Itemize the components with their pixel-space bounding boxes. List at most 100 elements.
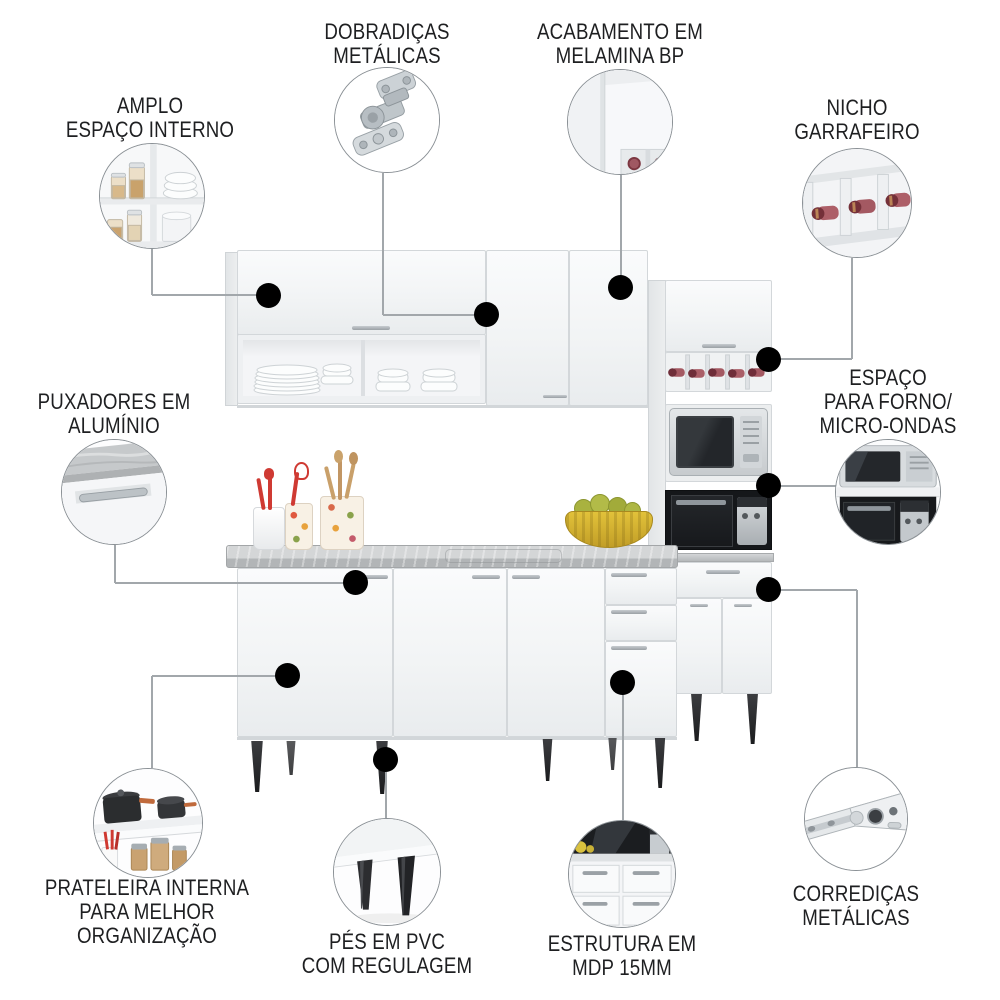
- base-door-2: [393, 568, 507, 737]
- callout-line: [622, 683, 624, 820]
- callout-line: [856, 590, 858, 767]
- wooden-spoon: [338, 460, 342, 500]
- spoon-cup-patterned: [320, 496, 364, 550]
- callout-dot-nicho-garrafeiro: [756, 347, 781, 372]
- microwave-window: [676, 416, 734, 468]
- melamine-corner-icon: [568, 70, 672, 174]
- base-door-2-handle: [472, 575, 500, 579]
- tower-foot: [747, 694, 758, 744]
- callout-line: [151, 676, 153, 768]
- wooden-spoon-head: [334, 450, 343, 463]
- callout-label-pes-pvc: PÉS EM PVC COM REGULAGEM: [301, 929, 473, 978]
- shelf-divider: [361, 340, 365, 396]
- wall-cabinet-middle-door-handle: [543, 395, 567, 398]
- internal-shelf-icon: [94, 769, 202, 877]
- tower-base-drawer: [672, 562, 772, 598]
- callout-label-prateleira-interna: PRATELEIRA INTERNA PARA MELHOR ORGANIZAÇ…: [44, 875, 250, 948]
- red-whisk-head: [294, 462, 309, 480]
- red-utensil: [268, 474, 272, 510]
- callout-circle-dobradicas: [334, 67, 440, 173]
- tower-oven-niche: [665, 490, 772, 550]
- callout-label-corredicas-metalicas: CORREDIÇAS METÁLICAS: [792, 881, 920, 930]
- callout-dot-pes-pvc: [373, 747, 398, 772]
- tower-base-door-right: [722, 598, 772, 694]
- callout-line: [851, 258, 853, 359]
- callout-circle-acabamento: [567, 69, 673, 175]
- tower-base-door-left-handle: [690, 604, 708, 607]
- oven-microwave-icon: [836, 440, 940, 544]
- callout-dot-estrutura: [610, 670, 635, 695]
- callout-dot-espaco-forno: [756, 473, 781, 498]
- callout-line: [115, 582, 357, 584]
- wine-rack-icon: [803, 149, 911, 257]
- tower-base-door-left: [672, 598, 722, 694]
- callout-dot-amplo-espaco: [256, 283, 281, 308]
- callout-circle-puxadores: [61, 439, 167, 545]
- callout-circle-corredicas: [804, 767, 908, 871]
- metal-hinge-icon: [335, 68, 439, 172]
- base-door-3: [507, 568, 605, 737]
- wall-cabinet-middle-door: [486, 250, 569, 406]
- callout-circle-espaco-forno: [835, 439, 941, 545]
- wall-cabinet-shelf-interior: [243, 340, 480, 396]
- wooden-spoon: [323, 466, 337, 500]
- microwave-control-panel: [740, 416, 762, 468]
- base-foot: [542, 739, 553, 781]
- espresso-machine: [737, 497, 767, 545]
- base-drawer-2-handle: [611, 610, 647, 614]
- open-cabinet-jars-icon: [100, 144, 204, 248]
- callout-line: [114, 545, 116, 583]
- countertop: [226, 545, 678, 568]
- utensil-crock-white: [253, 507, 285, 550]
- base-foot: [654, 738, 666, 788]
- callout-circle-nicho: [802, 148, 912, 258]
- drawer-slide-icon: [805, 768, 907, 870]
- base-foot: [251, 741, 263, 792]
- aluminum-handle-icon: [62, 440, 166, 544]
- wooden-spoon: [344, 462, 356, 500]
- tower-base-top: [670, 553, 774, 562]
- callout-circle-pes: [333, 818, 441, 926]
- tower-bottle-rack: [665, 352, 772, 392]
- callout-line: [383, 314, 487, 316]
- callout-label-nicho-garrafeiro: NICHO GARRAFEIRO: [794, 95, 920, 144]
- callout-dot-puxadores: [343, 570, 368, 595]
- callout-label-espaco-forno: ESPAÇO PARA FORNO/ MICRO-ONDAS: [819, 365, 957, 438]
- pvc-feet-icon: [334, 819, 440, 925]
- callout-circle-estrutura: [568, 820, 676, 928]
- base-foot: [286, 741, 296, 775]
- wooden-spoon-head: [349, 452, 358, 465]
- tower-top-door: [665, 280, 772, 352]
- callout-line: [152, 675, 289, 677]
- base-cabinet-bottom-edge: [237, 737, 677, 740]
- base-drawer-3-handle: [611, 646, 647, 650]
- callout-line: [620, 175, 622, 288]
- base-door-1: [237, 568, 393, 737]
- sink-outline: [445, 549, 562, 563]
- callout-label-acabamento-melamina: ACABAMENTO EM MELAMINA BP: [536, 19, 704, 68]
- wall-cabinet-flip-door-handle: [352, 326, 390, 330]
- callout-line: [151, 249, 153, 295]
- wall-cabinet-bottom-edge: [237, 405, 648, 408]
- microwave: [669, 408, 768, 476]
- callout-line: [382, 173, 384, 315]
- plates-and-bowls-icon: [253, 363, 458, 396]
- callout-dot-dobradicas: [474, 302, 499, 327]
- callout-line: [769, 358, 852, 360]
- callout-label-estrutura-mdp: ESTRUTURA EM MDP 15MM: [547, 931, 697, 980]
- base-door-1-handle: [360, 575, 388, 579]
- callout-label-dobradicas-metalicas: DOBRADIÇAS METÁLICAS: [324, 19, 450, 68]
- tower-base-drawer-handle: [706, 570, 740, 574]
- tower-foot: [691, 694, 702, 741]
- base-drawer-1-handle: [611, 573, 647, 577]
- callout-dot-acabamento: [608, 275, 633, 300]
- red-utensil: [256, 477, 266, 511]
- callout-line: [385, 760, 387, 818]
- red-utensil-head: [264, 468, 274, 480]
- base-foot: [608, 738, 617, 770]
- callout-dot-corredicas: [756, 577, 781, 602]
- wall-cabinet-right-door: [569, 250, 648, 406]
- base-door-3-handle: [512, 575, 540, 579]
- callout-label-amplo-espaco-interno: AMPLO ESPAÇO INTERNO: [65, 93, 235, 142]
